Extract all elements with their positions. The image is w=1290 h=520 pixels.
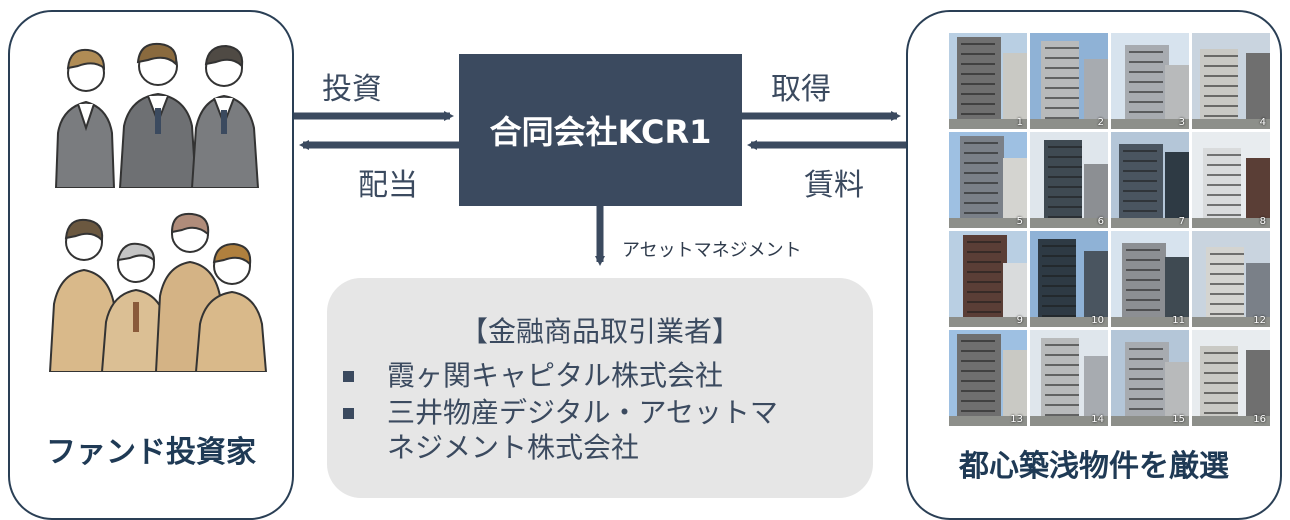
investors-caption: ファンド投資家	[46, 435, 256, 470]
investors-illustration-top	[48, 38, 268, 188]
property-number: 10	[1091, 315, 1104, 326]
properties-caption: 都心築浅物件を厳選	[959, 449, 1229, 484]
property-photo: 8	[1192, 132, 1270, 228]
property-number: 16	[1253, 414, 1266, 425]
property-photo: 5	[949, 132, 1027, 228]
property-photo: 3	[1111, 33, 1189, 129]
property-photo: 10	[1030, 231, 1108, 327]
asset-management-label: アセットマネジメント	[622, 240, 802, 261]
property-number: 13	[1010, 414, 1023, 425]
square-bullet-icon	[343, 371, 354, 382]
invest-label: 投資	[322, 72, 382, 107]
property-number: 15	[1172, 414, 1185, 425]
property-photo: 14	[1030, 330, 1108, 426]
company-name: 合同会社KCR1	[489, 113, 712, 151]
property-number: 14	[1091, 414, 1104, 425]
property-number: 11	[1172, 315, 1185, 326]
operators-title: 【金融商品取引業者】	[459, 315, 740, 348]
property-number: 1	[1016, 117, 1023, 128]
operator-name: 霞ヶ関キャピタル株式会社	[387, 359, 724, 392]
property-number: 12	[1253, 315, 1266, 326]
property-photo: 6	[1030, 132, 1108, 228]
investors-illustration-bottom	[44, 212, 270, 372]
property-photo: 12	[1192, 231, 1270, 327]
flow-arrows	[294, 111, 906, 266]
square-bullet-icon	[343, 408, 354, 419]
acquire-label: 取得	[771, 72, 831, 107]
property-photo: 16	[1192, 330, 1270, 426]
property-number: 7	[1178, 216, 1185, 227]
property-photo: 9	[949, 231, 1027, 327]
operator-item: 霞ヶ関キャピタル株式会社	[343, 358, 853, 393]
property-photo: 2	[1030, 33, 1108, 129]
property-number: 3	[1178, 117, 1185, 128]
property-photo: 13	[949, 330, 1027, 426]
property-number: 6	[1097, 216, 1104, 227]
property-photo: 11	[1111, 231, 1189, 327]
property-photo: 4	[1192, 33, 1270, 129]
property-photo: 7	[1111, 132, 1189, 228]
company-box: 合同会社KCR1	[459, 54, 742, 206]
operator-item: 三井物産デジタル・アセットマネジメント株式会社	[343, 395, 803, 465]
property-number: 5	[1016, 216, 1023, 227]
property-number: 4	[1259, 117, 1266, 128]
property-photo: 1	[949, 33, 1027, 129]
dividend-label: 配当	[358, 168, 418, 203]
property-number: 8	[1259, 216, 1266, 227]
property-number: 9	[1016, 315, 1023, 326]
operator-name: 三井物産デジタル・アセットマネジメント株式会社	[387, 396, 778, 464]
property-number: 2	[1097, 117, 1104, 128]
operators-box: 【金融商品取引業者】 霞ヶ関キャピタル株式会社 三井物産デジタル・アセットマネジ…	[327, 278, 873, 498]
rent-label: 賃料	[804, 168, 864, 203]
property-photo: 15	[1111, 330, 1189, 426]
